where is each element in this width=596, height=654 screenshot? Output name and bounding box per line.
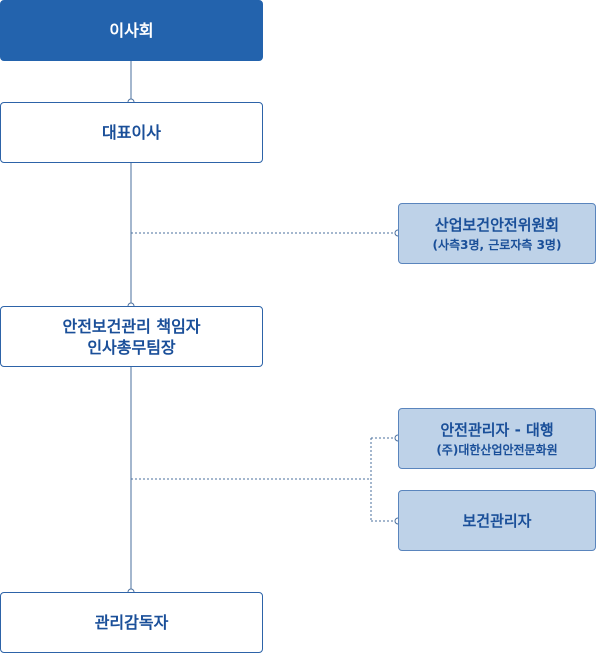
safety-manager-title: 안전보건관리 책임자: [62, 316, 201, 336]
committee-node: 산업보건안전위원회 (사측3명, 근로자측 3명): [398, 203, 596, 264]
safety-agent-title: 안전관리자 - 대행: [440, 420, 554, 439]
supervisor-label: 관리감독자: [94, 613, 169, 632]
safety-manager-node: 안전보건관리 책임자 인사총무팀장: [0, 306, 263, 367]
committee-title: 산업보건안전위원회: [434, 215, 560, 234]
supervisor-node: 관리감독자: [0, 592, 263, 653]
committee-subtitle: (사측3명, 근로자측 3명): [432, 237, 562, 252]
ceo-label: 대표이사: [102, 123, 161, 142]
safety-manager-subtitle: 인사총무팀장: [87, 337, 176, 357]
health-manager-node: 보건관리자: [398, 490, 596, 551]
board-node: 이사회: [0, 0, 263, 61]
safety-agent-subtitle: (주)대한산업안전문화원: [436, 442, 558, 457]
health-manager-title: 보건관리자: [462, 511, 532, 530]
ceo-node: 대표이사: [0, 102, 263, 163]
board-label: 이사회: [109, 21, 154, 40]
safety-agent-node: 안전관리자 - 대행 (주)대한산업안전문화원: [398, 408, 596, 469]
